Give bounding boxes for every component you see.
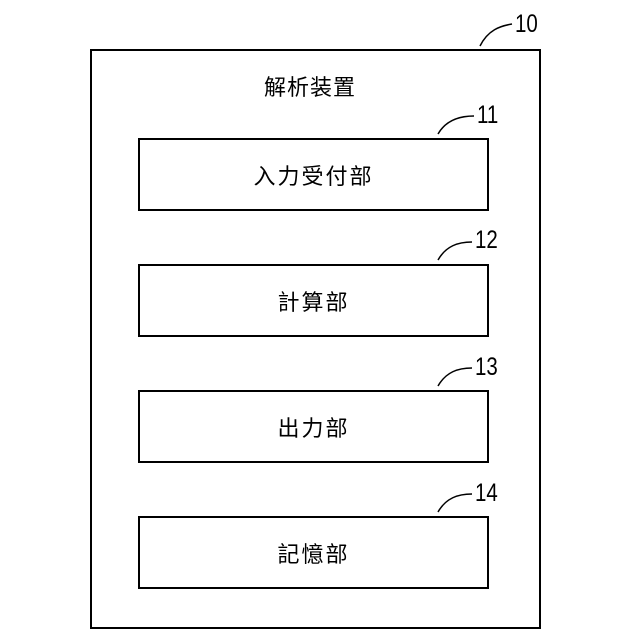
leader-line-12	[438, 242, 472, 260]
leader-line-10	[480, 24, 512, 46]
leader-line-13	[438, 368, 472, 386]
leader-line-11	[438, 116, 474, 134]
leader-line-14	[438, 494, 472, 512]
